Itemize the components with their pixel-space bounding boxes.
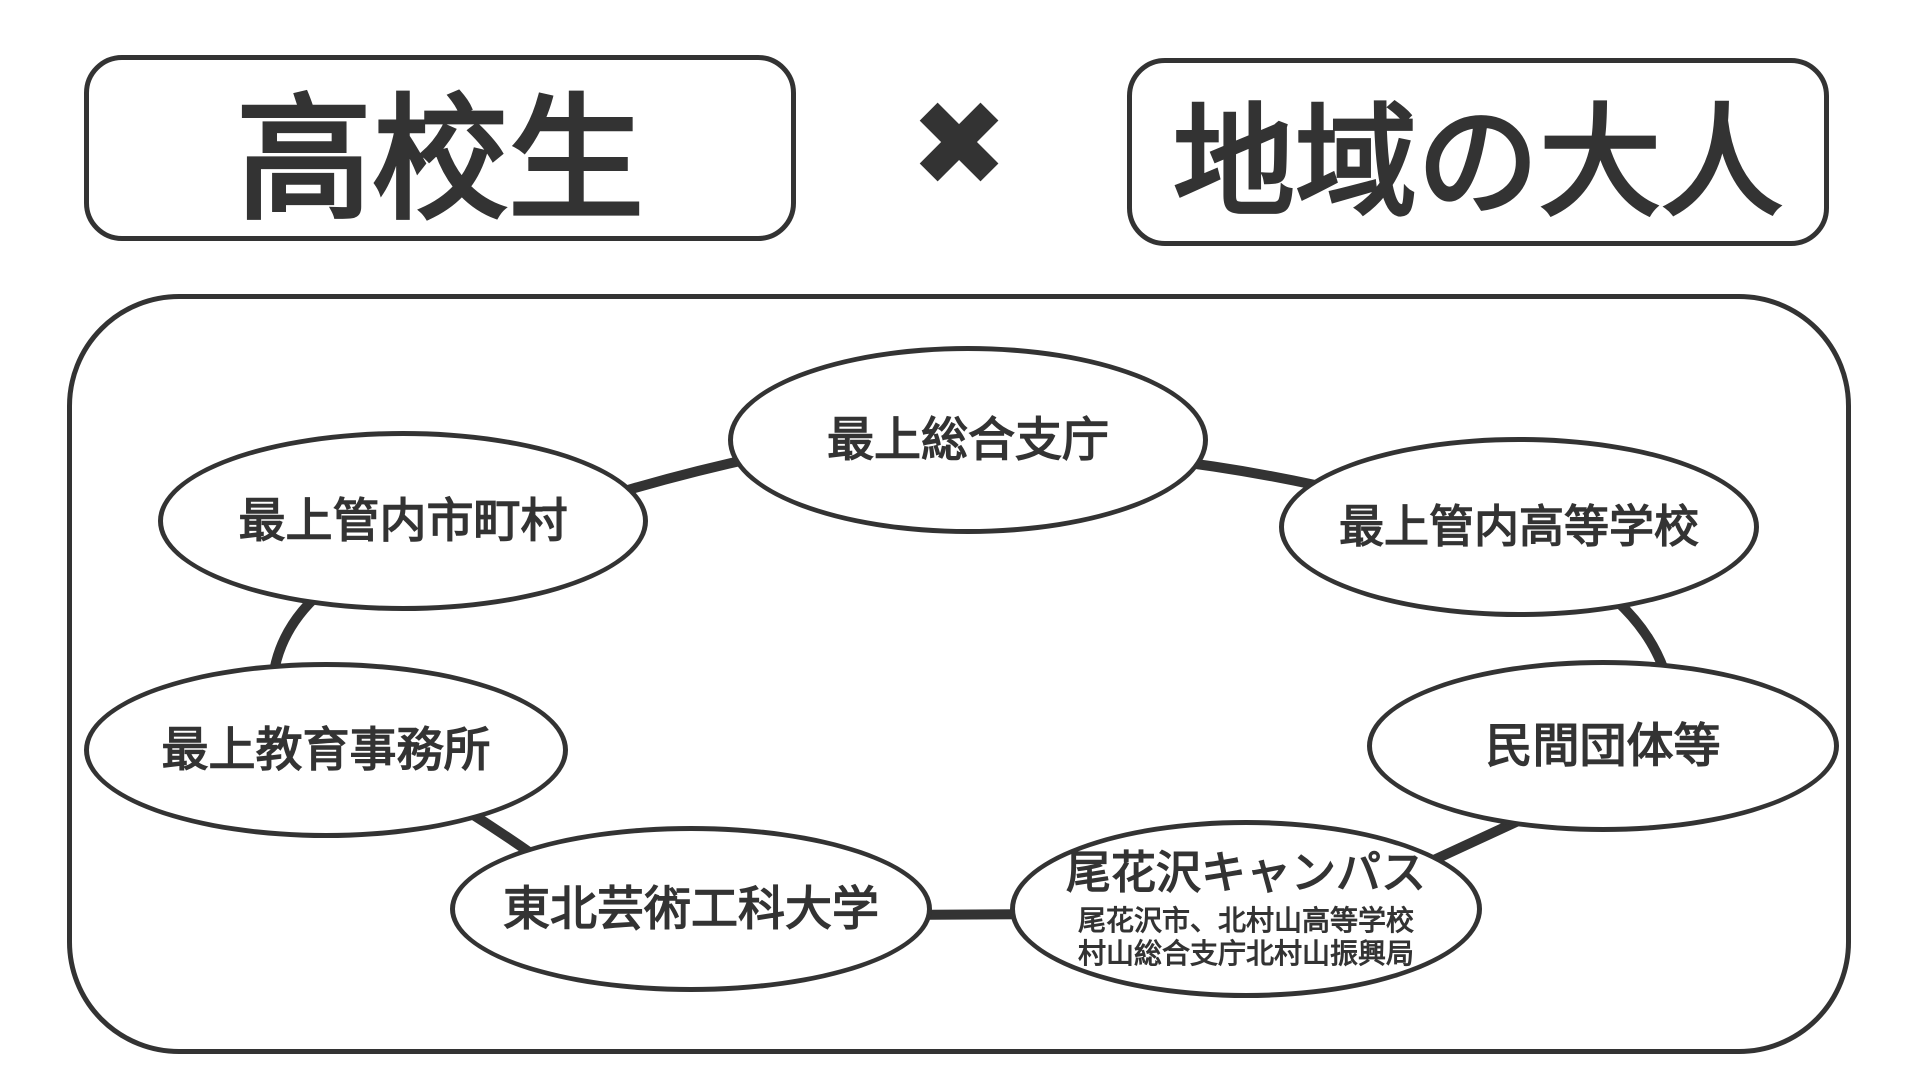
node-label: 最上管内高等学校 [1338, 501, 1699, 553]
header-box-local-adults-label: 地域の大人 [1173, 94, 1783, 231]
node-label: 民間団体等 [1485, 719, 1721, 773]
node-private-organizations: 民間団体等 [1367, 660, 1839, 832]
node-label: 最上管内市町村 [238, 494, 568, 548]
node-mogami-high-schools: 最上管内高等学校 [1279, 437, 1759, 617]
node-label: 東北芸術工科大学 [503, 882, 879, 936]
node-label: 尾花沢キャンパス [1065, 846, 1426, 898]
partner-ring-panel: 最上総合支庁 最上管内市町村 最上管内高等学校 最上教育事務所 民間団体等 東北… [67, 294, 1851, 1054]
node-sublabel-line1: 尾花沢市、北村山高等学校 [1077, 905, 1414, 937]
header-box-local-adults: 地域の大人 [1127, 58, 1829, 246]
header-box-highschool-students-label: 高校生 [236, 83, 644, 236]
node-obanazawa-campus: 尾花沢キャンパス 尾花沢市、北村山高等学校 村山総合支庁北村山振興局 [1010, 820, 1482, 998]
node-mogami-education-office: 最上教育事務所 [84, 662, 568, 838]
node-mogami-general-branch-office: 最上総合支庁 [728, 346, 1208, 534]
cross-multiply-icon: ✖ [884, 70, 1034, 218]
node-sublabel-line2: 村山総合支庁北村山振興局 [1077, 938, 1414, 970]
cross-multiply-glyph: ✖ [909, 79, 1009, 211]
node-tohoku-university-of-art-and-design: 東北芸術工科大学 [450, 826, 932, 992]
node-label: 最上総合支庁 [827, 413, 1109, 467]
node-label: 最上教育事務所 [161, 723, 491, 777]
node-mogami-municipalities: 最上管内市町村 [158, 431, 648, 611]
header-box-highschool-students: 高校生 [84, 55, 796, 241]
